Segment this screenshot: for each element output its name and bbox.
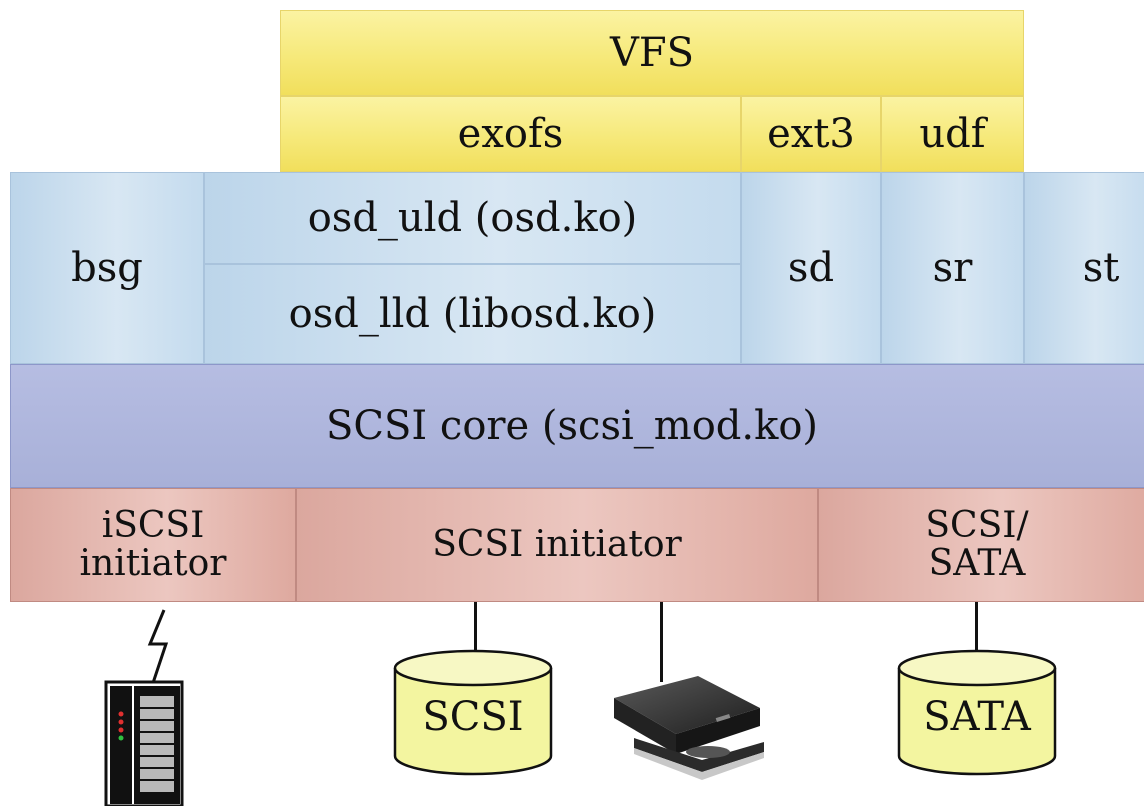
scsi-initiator-label: SCSI initiator bbox=[432, 524, 682, 565]
ext3-label: ext3 bbox=[767, 111, 855, 157]
udf-box: udf bbox=[881, 96, 1024, 172]
st-box: st bbox=[1024, 172, 1144, 364]
sata-label-line1: SCSI/ bbox=[925, 505, 1029, 546]
sd-box: sd bbox=[741, 172, 881, 364]
udf-label: udf bbox=[919, 111, 986, 157]
ext3-box: ext3 bbox=[741, 96, 881, 172]
sata-disk-connector bbox=[975, 602, 978, 660]
optical-drive-connector bbox=[660, 602, 663, 682]
optical-drive-icon bbox=[614, 676, 764, 780]
scsi-sata-box: SCSI/ SATA bbox=[818, 488, 1144, 602]
osd-uld-box: osd_uld (osd.ko) bbox=[204, 172, 741, 264]
sd-label: sd bbox=[787, 245, 835, 291]
sata-disk-label: SATA bbox=[923, 694, 1031, 740]
sr-label: sr bbox=[932, 245, 973, 291]
bsg-box: bsg bbox=[10, 172, 204, 364]
osd-lld-label: osd_lld (libosd.ko) bbox=[288, 291, 657, 337]
scsi-disk-label: SCSI bbox=[422, 694, 524, 740]
sr-box: sr bbox=[881, 172, 1024, 364]
bsg-label: bsg bbox=[71, 245, 143, 291]
iscsi-label-line1: iSCSI bbox=[101, 505, 205, 546]
disk-cylinder-icon bbox=[897, 649, 1057, 776]
osd-lld-box: osd_lld (libosd.ko) bbox=[204, 264, 741, 364]
exofs-label: exofs bbox=[457, 111, 564, 157]
vfs-label: VFS bbox=[609, 30, 695, 76]
sata-label-line2: SATA bbox=[928, 543, 1026, 584]
disk-cylinder-icon bbox=[393, 649, 553, 776]
scsi-initiator-box: SCSI initiator bbox=[296, 488, 818, 602]
osd-uld-label: osd_uld (osd.ko) bbox=[307, 195, 638, 241]
sata-disk: SATA bbox=[896, 648, 1058, 778]
scsi-disk-connector bbox=[474, 602, 477, 660]
server-icon bbox=[104, 680, 184, 806]
st-label: st bbox=[1082, 245, 1120, 291]
vfs-box: VFS bbox=[280, 10, 1024, 96]
scsi-core-box: SCSI core (scsi_mod.ko) bbox=[10, 364, 1144, 488]
iscsi-initiator-box: iSCSI initiator bbox=[10, 488, 296, 602]
scsi-disk: SCSI bbox=[392, 648, 554, 778]
exofs-box: exofs bbox=[280, 96, 741, 172]
lightning-icon bbox=[147, 609, 169, 687]
scsi-core-label: SCSI core (scsi_mod.ko) bbox=[325, 403, 819, 449]
iscsi-label-line2: initiator bbox=[79, 543, 227, 584]
